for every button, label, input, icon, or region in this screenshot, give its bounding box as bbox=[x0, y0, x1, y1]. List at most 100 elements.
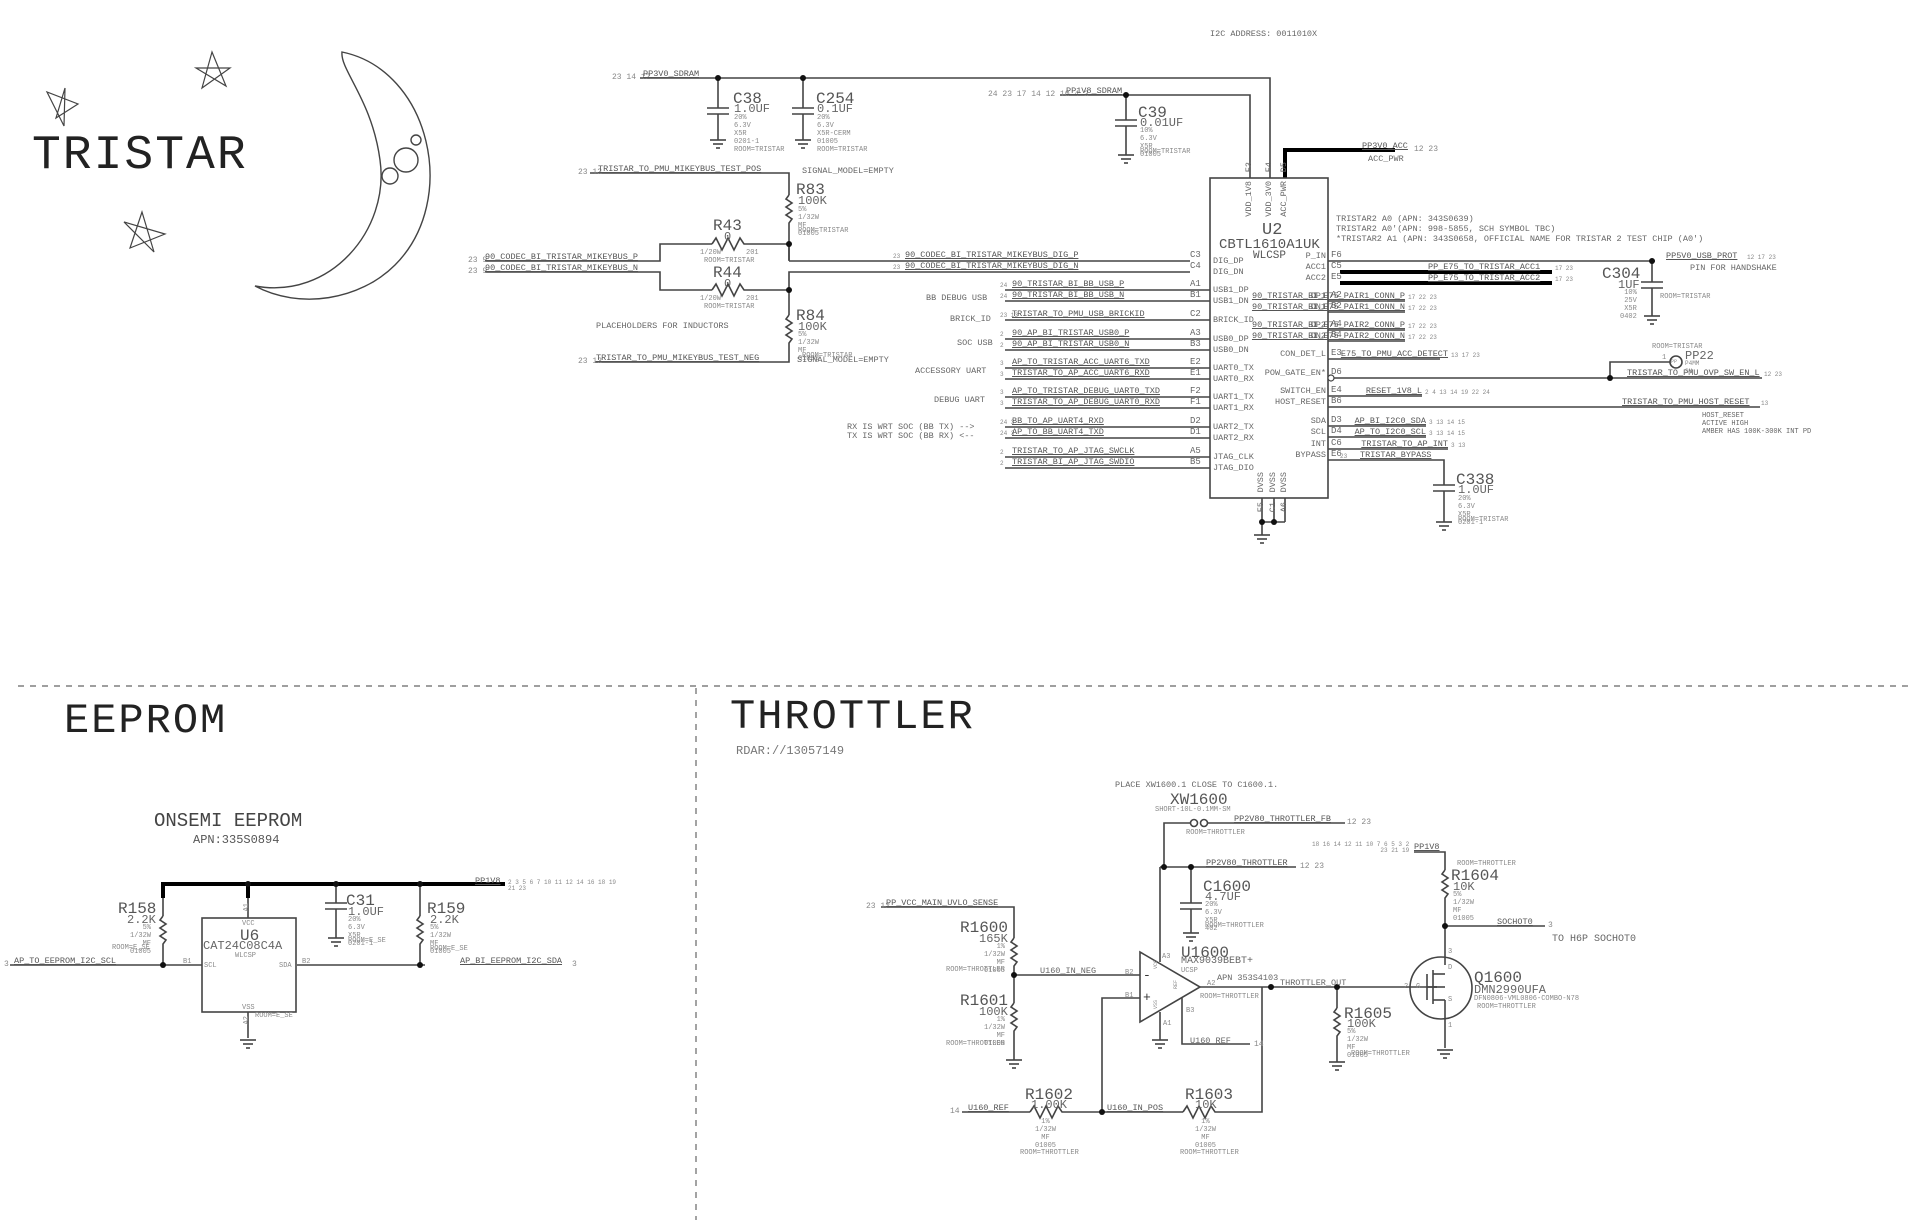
net-refs[interactable]: 3 bbox=[1000, 371, 1004, 378]
component-details: 10% 25V X5R 0402 bbox=[1620, 289, 1637, 321]
net-u160-ref-left[interactable]: U160_REF bbox=[968, 1103, 1009, 1113]
pin-name: SWITCH_EN bbox=[1280, 386, 1326, 396]
net-tristar-to-pmu-usb-brickid[interactable]: TRISTAR_TO_PMU_USB_BRICKID bbox=[1012, 309, 1145, 319]
net-eeprom-sda[interactable]: AP_BI_EEPROM_I2C_SDA bbox=[460, 956, 563, 966]
pin-number: B2 bbox=[1125, 969, 1134, 977]
net-tristar-to-ap-jtag-swclk[interactable]: TRISTAR_TO_AP_JTAG_SWCLK bbox=[1012, 446, 1135, 456]
net-90-tristar-bi-e75-pair1-conn-p[interactable]: 90_TRISTAR_BI_E75_PAIR1_CONN_P bbox=[1251, 291, 1405, 301]
net-refs[interactable]: 3 13 bbox=[1451, 442, 1466, 449]
net-pp-e75-to-tristar-acc1[interactable]: PP_E75_TO_TRISTAR_ACC1 bbox=[1428, 262, 1541, 272]
net-pp3v0-acc[interactable]: PP3V0_ACC bbox=[1362, 141, 1408, 151]
rx-note: RX IS WRT SOC (BB TX) --> bbox=[847, 422, 975, 432]
net-eeprom-scl[interactable]: AP_TO_EEPROM_I2C_SCL bbox=[14, 956, 117, 966]
net-pp2v80-throttler[interactable]: PP2V80_THROTTLER bbox=[1206, 858, 1288, 868]
net-90-tristar-bi-e75-pair2-conn-p[interactable]: 90_TRISTAR_BI_E75_PAIR2_CONN_P bbox=[1251, 320, 1405, 330]
net-refs[interactable]: 3 bbox=[1000, 389, 1004, 396]
net-tristar-to-ap-acc-uart6-rxd[interactable]: TRISTAR_TO_AP_ACC_UART6_RXD bbox=[1012, 368, 1150, 378]
net-tristar-bypass[interactable]: TRISTAR_BYPASS bbox=[1360, 450, 1432, 460]
net-90-tristar-bi-e75-pair1-conn-n[interactable]: 90_TRISTAR_BI_E75_PAIR1_CONN_N bbox=[1251, 302, 1405, 312]
net-pp5v0-usb-prot[interactable]: PP5V0_USB_PROT bbox=[1666, 251, 1738, 261]
net-refs[interactable]: 17 22 23 bbox=[1408, 323, 1437, 330]
net-uvlo-sense[interactable]: PP_VCC_MAIN_UVLO_SENSE bbox=[886, 898, 999, 908]
component-room: ROOM=TRISTAR bbox=[1458, 516, 1509, 524]
net-refs[interactable]: 17 22 23 bbox=[1408, 294, 1437, 301]
net-refs[interactable]: 23 bbox=[893, 253, 901, 260]
component-package: DFN0806-VML0806-COMBO-N78 bbox=[1474, 995, 1580, 1003]
pin-name: JTAG_CLK bbox=[1213, 452, 1254, 462]
component-room: ROOM=THROTTLER bbox=[1351, 1050, 1410, 1058]
net-pp-e75-to-tristar-acc2[interactable]: PP_E75_TO_TRISTAR_ACC2 bbox=[1428, 273, 1541, 283]
net-ap-to-tristar-acc-uart6-txd[interactable]: AP_TO_TRISTAR_ACC_UART6_TXD bbox=[1012, 357, 1150, 367]
net-refs[interactable]: 12 23 bbox=[1764, 371, 1783, 378]
net-refs[interactable]: 17 22 23 bbox=[1408, 305, 1437, 312]
net-refs[interactable]: 3 13 14 15 bbox=[1429, 419, 1466, 426]
net-refs[interactable]: 3 bbox=[1000, 400, 1004, 407]
net-90-tristar-bi-bb-usb-p[interactable]: 90_TRISTAR_BI_BB_USB_P bbox=[1012, 279, 1125, 289]
net-mikeybus-test-pos[interactable]: TRISTAR_TO_PMU_MIKEYBUS_TEST_POS bbox=[598, 164, 762, 174]
net-refs[interactable]: 2 bbox=[1000, 331, 1004, 338]
net-tristar-to-ap-int[interactable]: TRISTAR_TO_AP_INT bbox=[1361, 439, 1448, 449]
net-pp1v8-eeprom[interactable]: PP1V8 bbox=[475, 876, 501, 886]
net-ap-to-bb-uart4-txd[interactable]: AP_TO_BB_UART4_TXD bbox=[1012, 427, 1104, 437]
net-90-ap-bi-tristar-usb0-p[interactable]: 90_AP_BI_TRISTAR_USB0_P bbox=[1012, 328, 1130, 338]
net-tristar-to-pmu-host-reset[interactable]: TRISTAR_TO_PMU_HOST_RESET bbox=[1622, 397, 1750, 407]
pin-name: VDD_3V0 bbox=[1264, 181, 1274, 217]
net-refs[interactable]: 24 3 bbox=[1000, 430, 1015, 437]
net-90-tristar-bi-bb-usb-n[interactable]: 90_TRISTAR_BI_BB_USB_N bbox=[1012, 290, 1125, 300]
net-bb-to-ap-uart4-rxd[interactable]: BB_TO_AP_UART4_RXD bbox=[1012, 416, 1104, 426]
net-refs[interactable]: 2 bbox=[1000, 342, 1004, 349]
net-refs[interactable]: 24 3 bbox=[1000, 419, 1015, 426]
net-refs[interactable]: 17 23 bbox=[1555, 276, 1574, 283]
test-point-icon: PP bbox=[1671, 359, 1678, 365]
component-room: ROOM=THROTTLER bbox=[1477, 1003, 1536, 1011]
net-u160-ref[interactable]: U160_REF bbox=[1190, 1036, 1231, 1046]
net-tristar-to-pmu-ovp-sw-en-l[interactable]: TRISTAR_TO_PMU_OVP_SW_EN_L bbox=[1627, 368, 1760, 378]
net-refs[interactable]: 23 13 bbox=[1000, 312, 1019, 319]
net-pp2v80-throttler-fb[interactable]: PP2V80_THROTTLER_FB bbox=[1234, 814, 1331, 824]
component-ref: R1604 bbox=[1451, 867, 1500, 885]
pin-name: DP2 bbox=[1310, 320, 1326, 330]
pin-number: 2 bbox=[1404, 983, 1409, 991]
net-refs[interactable]: 13 bbox=[1761, 400, 1769, 407]
net-refs[interactable]: 23 bbox=[1340, 453, 1348, 460]
net-codec-mikeybus-p[interactable]: 90_CODEC_BI_TRISTAR_MIKEYBUS_P bbox=[485, 252, 639, 262]
net-tristar-bi-ap-jtag-swdio[interactable]: TRISTAR_BI_AP_JTAG_SWDIO bbox=[1012, 457, 1135, 467]
net-refs[interactable]: 23 bbox=[893, 264, 901, 271]
net-refs[interactable]: 17 23 bbox=[1555, 265, 1574, 272]
net-reset-1v8-l[interactable]: RESET_1V8_L bbox=[1365, 386, 1422, 396]
net-refs[interactable]: 12 17 23 bbox=[1747, 254, 1776, 261]
net-90-codec-bi-tristar-mikeybus-dig-p[interactable]: 90_CODEC_BI_TRISTAR_MIKEYBUS_DIG_P bbox=[905, 250, 1079, 260]
net-refs: 3 bbox=[4, 960, 9, 969]
net-mikeybus-test-neg[interactable]: TRISTAR_TO_PMU_MIKEYBUS_TEST_NEG bbox=[596, 353, 760, 363]
net-90-ap-bi-tristar-usb0-n[interactable]: 90_AP_BI_TRISTAR_USB0_N bbox=[1012, 339, 1130, 349]
net-pp3v0-sdram[interactable]: PP3V0_SDRAM bbox=[643, 69, 700, 79]
net-refs[interactable]: 24 bbox=[1000, 282, 1008, 289]
pin-number: D1 bbox=[1190, 427, 1201, 437]
net-tristar-to-ap-debug-uart0-rxd[interactable]: TRISTAR_TO_AP_DEBUG_UART0_RXD bbox=[1012, 397, 1160, 407]
net-refs[interactable]: 2 bbox=[1000, 449, 1004, 456]
net-refs[interactable]: 2 bbox=[1000, 460, 1004, 467]
component-value: 100K bbox=[979, 1005, 1008, 1019]
net-codec-mikeybus-n[interactable]: 90_CODEC_BI_TRISTAR_MIKEYBUS_N bbox=[485, 263, 639, 273]
net-ap-to-i2c0-scl[interactable]: AP_TO_I2C0_SCL bbox=[1354, 427, 1426, 437]
component-ref: U2 bbox=[1262, 221, 1283, 240]
net-pp1v8-sdram[interactable]: PP1V8_SDRAM bbox=[1066, 86, 1123, 96]
net-ap-bi-i2c0-sda[interactable]: AP_BI_I2C0_SDA bbox=[1354, 416, 1426, 426]
pin-name: ACC1 bbox=[1305, 262, 1326, 272]
net-refs[interactable]: 17 22 23 bbox=[1408, 334, 1437, 341]
net-e75-to-pmu-acc-detect[interactable]: E75_TO_PMU_ACC_DETECT bbox=[1340, 349, 1448, 359]
net-refs[interactable]: 3 13 14 15 bbox=[1429, 430, 1466, 437]
net-90-codec-bi-tristar-mikeybus-dig-n[interactable]: 90_CODEC_BI_TRISTAR_MIKEYBUS_DIG_N bbox=[905, 261, 1079, 271]
net-u160-in-pos[interactable]: U160_IN_POS bbox=[1107, 1103, 1164, 1113]
net-90-tristar-bi-e75-pair2-conn-n[interactable]: 90_TRISTAR_BI_E75_PAIR2_CONN_N bbox=[1251, 331, 1405, 341]
pin-name: POW_GATE_EN* bbox=[1264, 368, 1326, 378]
net-sochot0[interactable]: SOCHOT0 bbox=[1497, 917, 1533, 927]
net-refs[interactable]: 3 bbox=[1000, 360, 1004, 367]
net-ap-to-tristar-debug-uart0-txd[interactable]: AP_TO_TRISTAR_DEBUG_UART0_TXD bbox=[1012, 386, 1160, 396]
net-throttler-out[interactable]: THROTTLER_OUT bbox=[1280, 978, 1347, 988]
net-refs[interactable]: 13 17 23 bbox=[1451, 352, 1480, 359]
net-refs[interactable]: 24 bbox=[1000, 293, 1008, 300]
net-pp1v8-throttler[interactable]: PP1V8 bbox=[1414, 842, 1440, 852]
net-refs[interactable]: 2 4 13 14 19 22 24 bbox=[1425, 389, 1490, 396]
net-u160-in-neg[interactable]: U160_IN_NEG bbox=[1040, 966, 1097, 976]
